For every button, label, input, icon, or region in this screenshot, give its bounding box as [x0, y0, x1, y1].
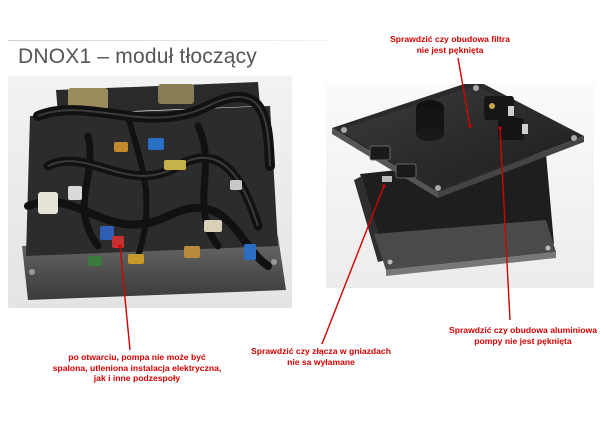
annotation-line: nie sa wyłamane [287, 356, 355, 367]
title-divider [8, 40, 328, 41]
annotation-line: Sprawdzić czy obudowa aluminiowa [448, 325, 598, 335]
annotation-connectors: Sprawdzić czy złącza w gniazdach nie sa … [246, 346, 396, 367]
annotation-line: pompy nie jest pęknięta [474, 335, 572, 346]
annotation-line: spalona, utleniona instalacja elektryczn… [52, 362, 222, 373]
annotation-line: Sprawdzić czy złącza w gniazdach [251, 346, 391, 356]
annotation-line: po otwarciu, pompa nie może być [68, 352, 206, 362]
annotation-aluminum-housing: Sprawdzić czy obudowa aluminiowa pompy n… [448, 325, 598, 346]
annotation-line: jak i inne podzespoły [93, 373, 181, 383]
annotation-filter-housing: Sprawdzić czy obudowa filtra nie jest pę… [380, 34, 520, 55]
annotation-line: nie jest pęknięta [416, 44, 484, 55]
open-module-photo [8, 76, 292, 308]
annotation-line: Sprawdzić czy obudowa filtra [390, 34, 510, 44]
annotation-pump-condition: po otwarciu, pompa nie może być spalona,… [42, 352, 232, 384]
closed-module-photo [326, 84, 594, 288]
slide-title: DNOX1 – moduł tłoczący [18, 45, 257, 68]
